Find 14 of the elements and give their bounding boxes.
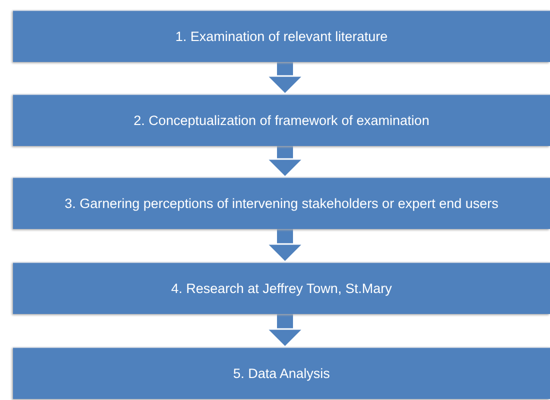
step-label: 4. Research at Jeffrey Town, St.Mary — [170, 281, 393, 296]
arrow — [266, 314, 304, 348]
step-label: 3. Garnering perceptions of intervening stakeholders or expert end users — [64, 196, 500, 211]
process-box — [13, 262, 550, 314]
step-label: 1. Examination of relevant literature — [174, 29, 389, 44]
process-box — [13, 94, 550, 146]
step-label: 5. Data Analysis — [232, 366, 331, 381]
process-box — [13, 347, 550, 399]
arrow — [266, 146, 304, 178]
arrow — [266, 62, 304, 95]
step-label: 2. Conceptualization of framework of examination — [132, 113, 430, 128]
arrow — [266, 229, 304, 263]
process-box — [13, 10, 550, 62]
process-box — [13, 177, 550, 229]
